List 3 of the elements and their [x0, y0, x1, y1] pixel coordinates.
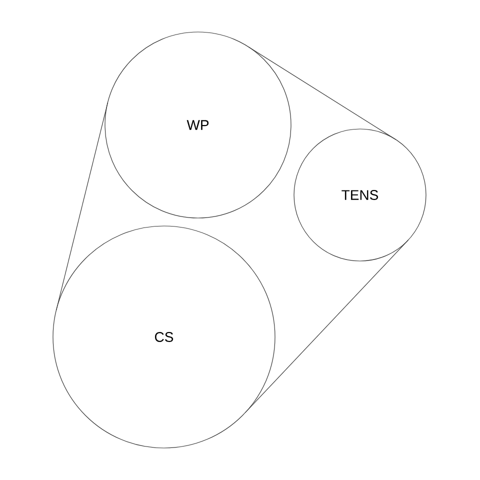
belt-line [56, 102, 108, 310]
belt-line [244, 240, 409, 413]
belt-line [248, 46, 396, 140]
